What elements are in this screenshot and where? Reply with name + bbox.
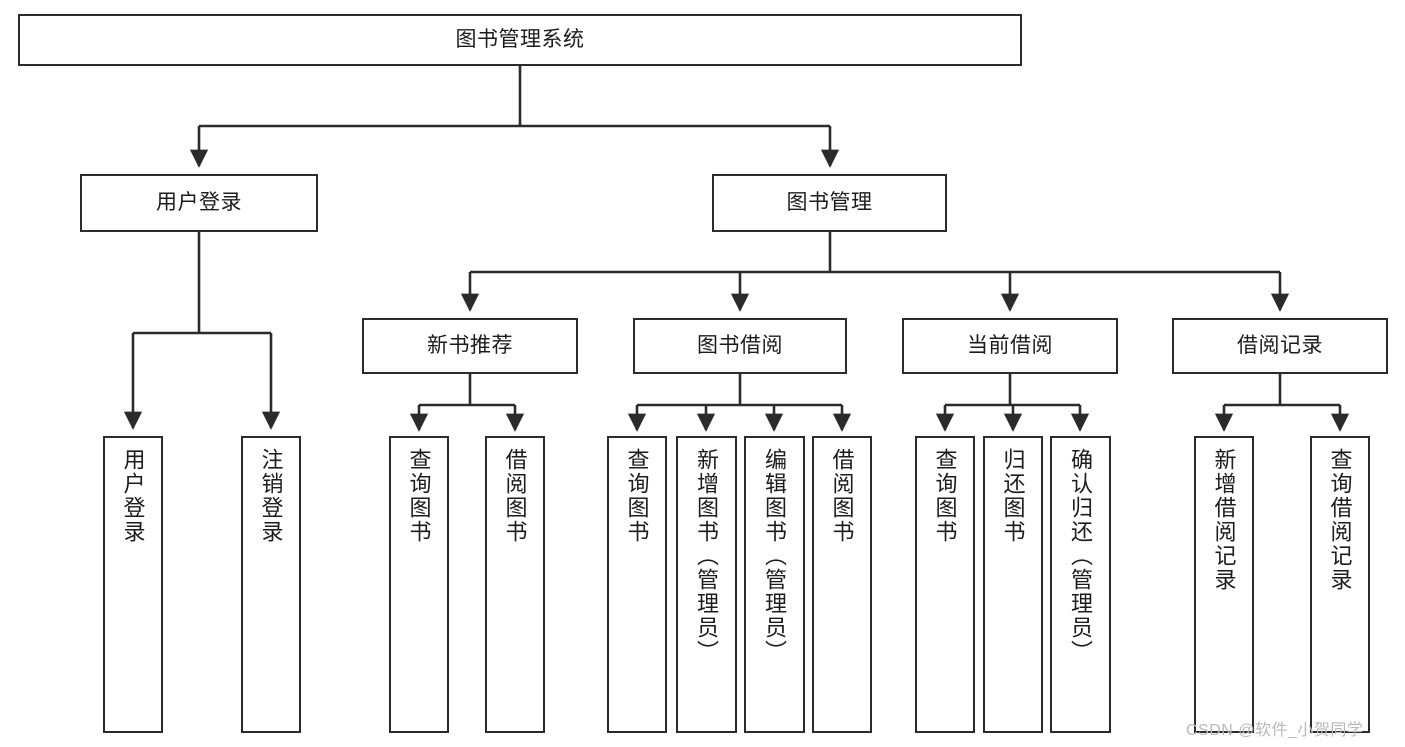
node-leaf-confirm-return[interactable]: 确认归还（管理员）: [1050, 436, 1111, 733]
node-leaf-edit-book-label: 编辑图书（管理员）: [762, 448, 788, 664]
node-borrow-record-label: 借阅记录: [1237, 333, 1323, 357]
node-leaf-user-login-label: 用户登录: [120, 448, 146, 544]
node-leaf-logout-label: 注销登录: [258, 448, 284, 544]
csdn-watermark: CSDN @软件_小贺同学: [1186, 722, 1364, 739]
node-user-login[interactable]: 用户登录: [80, 174, 318, 232]
node-book-manage-label: 图书管理: [786, 190, 873, 214]
node-leaf-query-book-3[interactable]: 查询图书: [915, 436, 975, 733]
node-leaf-query-book-1[interactable]: 查询图书: [389, 436, 449, 733]
node-leaf-return-book[interactable]: 归还图书: [983, 436, 1043, 733]
node-leaf-query-book-2[interactable]: 查询图书: [607, 436, 667, 733]
node-book-borrow[interactable]: 图书借阅: [633, 318, 847, 374]
node-leaf-query-record-label: 查询借阅记录: [1327, 448, 1353, 592]
node-leaf-confirm-return-label: 确认归还（管理员）: [1068, 448, 1094, 664]
node-leaf-user-login[interactable]: 用户登录: [103, 436, 163, 733]
node-leaf-edit-book[interactable]: 编辑图书（管理员）: [744, 436, 805, 733]
node-root[interactable]: 图书管理系统: [18, 14, 1022, 66]
node-leaf-borrow-book-2-label: 借阅图书: [829, 448, 855, 544]
node-leaf-query-record[interactable]: 查询借阅记录: [1310, 436, 1370, 733]
node-new-book-recommend[interactable]: 新书推荐: [362, 318, 578, 374]
node-leaf-add-record[interactable]: 新增借阅记录: [1194, 436, 1254, 733]
node-new-book-recommend-label: 新书推荐: [427, 333, 513, 357]
node-leaf-query-book-1-label: 查询图书: [406, 448, 432, 544]
node-current-borrow-label: 当前借阅: [967, 333, 1053, 357]
node-book-manage[interactable]: 图书管理: [712, 174, 947, 232]
node-root-label: 图书管理系统: [455, 27, 585, 51]
node-leaf-logout[interactable]: 注销登录: [241, 436, 301, 733]
node-borrow-record[interactable]: 借阅记录: [1172, 318, 1388, 374]
node-leaf-add-record-label: 新增借阅记录: [1211, 448, 1237, 592]
node-current-borrow[interactable]: 当前借阅: [902, 318, 1118, 374]
node-leaf-borrow-book-2[interactable]: 借阅图书: [812, 436, 872, 733]
node-leaf-borrow-book-1-label: 借阅图书: [502, 448, 528, 544]
node-user-login-label: 用户登录: [156, 190, 242, 214]
node-leaf-add-book[interactable]: 新增图书（管理员）: [676, 436, 737, 733]
node-leaf-add-book-label: 新增图书（管理员）: [694, 448, 720, 664]
node-book-borrow-label: 图书借阅: [697, 333, 783, 357]
node-leaf-query-book-3-label: 查询图书: [932, 448, 958, 544]
node-leaf-return-book-label: 归还图书: [1000, 448, 1026, 544]
node-leaf-borrow-book-1[interactable]: 借阅图书: [485, 436, 545, 733]
node-leaf-query-book-2-label: 查询图书: [624, 448, 650, 544]
